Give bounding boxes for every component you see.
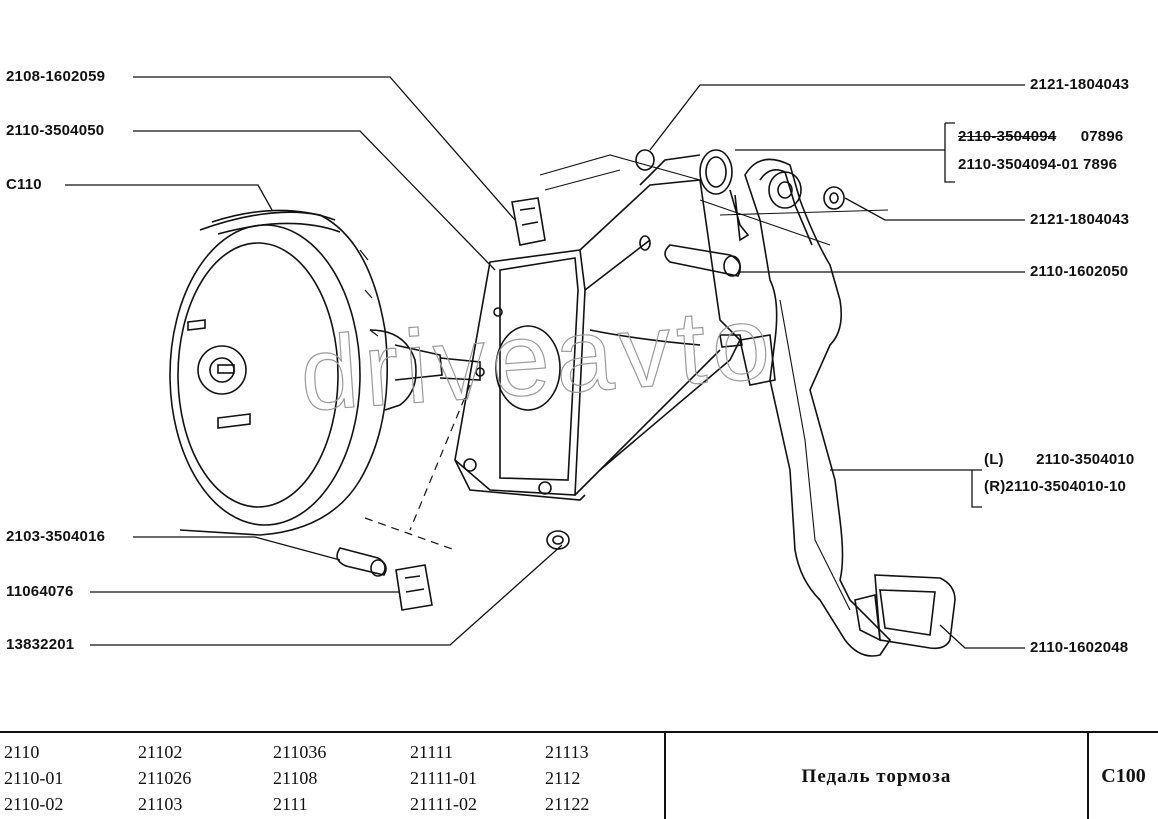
model-code: 21113 <box>545 742 589 762</box>
model-code: 21103 <box>138 794 183 814</box>
model-code: 21111-02 <box>410 794 477 814</box>
part-label-bracket: 2110-3504050 <box>6 122 105 139</box>
model-code: 211036 <box>273 742 327 762</box>
leader-lines <box>65 76 1025 649</box>
model-code: 21111 <box>410 742 453 762</box>
model-code: 2111 <box>273 794 308 814</box>
model-code: 21122 <box>545 794 590 814</box>
pedal-bracket <box>454 179 743 501</box>
diagram-code: С100 <box>1101 765 1146 787</box>
part-label-spring-code: 2110-3504094 <box>958 128 1057 145</box>
pedal-arm <box>739 158 956 657</box>
model-code: 2110-02 <box>4 794 64 814</box>
part-label-booster: С110 <box>6 176 42 193</box>
part-label-pin: 2103-3504016 <box>6 528 106 545</box>
model-code: 211026 <box>138 768 192 788</box>
model-code: 21108 <box>273 768 318 788</box>
part-label-spring-suffix: 07896 <box>1080 128 1124 145</box>
model-code: 21111-01 <box>410 768 477 788</box>
part-label-nut: 13832201 <box>6 636 75 653</box>
brake-booster <box>169 209 481 536</box>
part-label-bushing-right: 2121-1804043 <box>1030 211 1130 228</box>
part-label-pedal-pad: 2110-1602048 <box>1030 639 1129 656</box>
part-label-spring: 2110-3504094 07896 <box>958 128 1123 145</box>
model-code: 2112 <box>545 768 581 788</box>
small-parts <box>336 149 889 611</box>
part-label-pedal-left: (L) 2110-3504010 <box>984 451 1134 468</box>
footer-table: 2110 2110-01 2110-02 21102 211026 21103 … <box>0 731 1158 819</box>
part-label-axle: 2110-1602050 <box>1030 263 1129 280</box>
model-code: 2110-01 <box>4 768 64 788</box>
part-label-clip: 11064076 <box>6 583 74 600</box>
model-code: 21102 <box>138 742 183 762</box>
part-label-spring-01: 2110-3504094-01 7896 <box>958 156 1118 173</box>
footer-divider <box>1087 733 1089 819</box>
footer-divider <box>664 733 666 819</box>
part-label-pedal-left-code: 2110-3504010 <box>1036 451 1135 468</box>
part-label-bushing-top: 2121-1804043 <box>1030 76 1130 93</box>
brake-pedal-exploded-diagram <box>65 76 1025 657</box>
model-code: 2110 <box>4 742 40 762</box>
part-label-pedal-axle: 2108-1602059 <box>6 68 106 85</box>
diagram-title: Педаль тормоза <box>801 766 952 787</box>
part-label-pedal-right: (R)2110-3504010-10 <box>984 478 1127 495</box>
part-label-pedal-left-prefix: (L) <box>984 451 1004 468</box>
